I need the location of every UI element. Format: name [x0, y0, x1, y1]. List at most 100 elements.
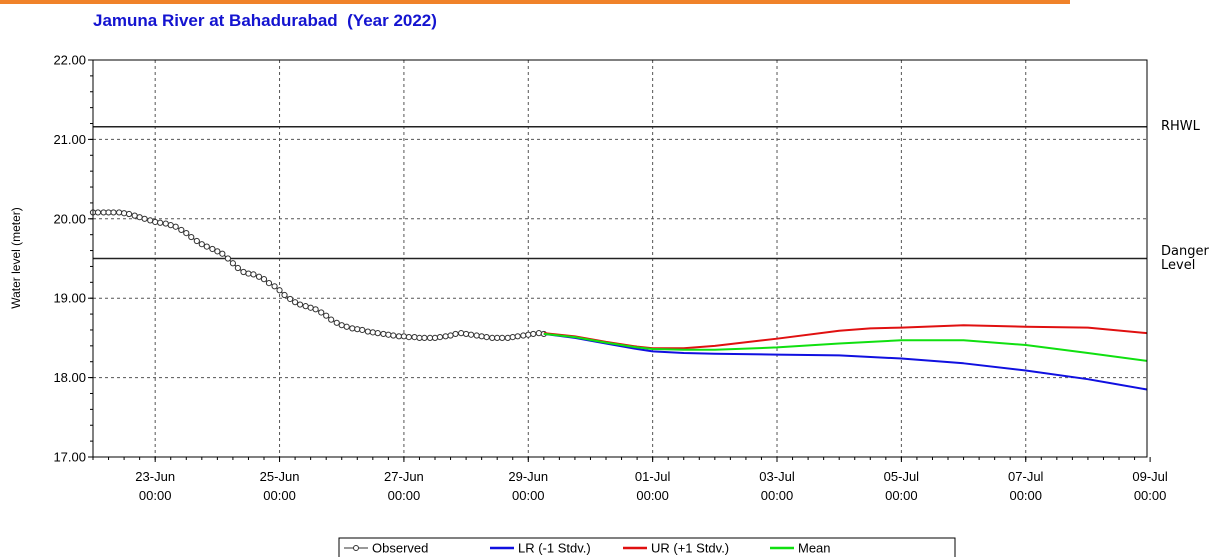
observed-point [525, 331, 532, 338]
observed-point [354, 326, 361, 333]
observed-point [229, 260, 237, 267]
observed-point [426, 334, 434, 341]
top-accent-bar [0, 0, 1070, 4]
observed-point [473, 332, 480, 339]
observed-point [162, 220, 169, 227]
series-line-mean [543, 332, 1148, 362]
observed-point [291, 299, 299, 306]
observed-point [125, 210, 133, 218]
y-tick-label: 18.00 [53, 370, 86, 385]
observed-point [374, 330, 381, 337]
observed-point [312, 306, 319, 313]
observed-point [359, 326, 366, 334]
observed-point [198, 241, 205, 248]
observed-point [152, 218, 159, 226]
x-axis: 23-Jun 00:00 25-Jun 00:00 27-Jun 00:00 29-Jun 0… [92, 457, 1168, 503]
observed-point [395, 333, 403, 340]
observed-point [400, 333, 408, 340]
observed-point [483, 334, 490, 341]
observed-point [338, 322, 345, 329]
observed-point [514, 333, 521, 340]
observed-point [442, 333, 449, 340]
observed-point [509, 334, 516, 341]
observed-point [214, 248, 221, 255]
x-tick-time: 00:00 [761, 488, 794, 503]
x-tick-date: 23-Jun [135, 469, 175, 484]
observed-point [234, 264, 241, 272]
legend-label-observed: Observed [372, 541, 428, 556]
observed-point [431, 334, 439, 341]
observed-point [489, 334, 496, 341]
observed-point [240, 268, 247, 276]
observed-point [467, 331, 475, 338]
x-tick-date: 05-Jul [884, 469, 920, 484]
x-tick-time: 00:00 [636, 488, 669, 503]
observed-point [172, 223, 179, 230]
observed-point [333, 319, 340, 326]
observed-point [436, 334, 444, 341]
x-tick-date: 29-Jun [508, 469, 548, 484]
observed-point [494, 334, 501, 341]
observed-point [405, 334, 412, 341]
observed-point [110, 209, 117, 216]
x-tick-time: 00:00 [139, 488, 172, 503]
observed-point [385, 331, 392, 338]
observed-point [349, 325, 356, 332]
observed-point [167, 222, 174, 229]
x-tick-date: 07-Jul [1008, 469, 1044, 484]
series-line-observed [93, 211, 544, 339]
y-axis-label: Water level (meter) [9, 207, 23, 309]
observed-point [120, 210, 128, 217]
observed-point [188, 233, 195, 241]
x-tick-time: 00:00 [885, 488, 918, 503]
observed-point [421, 334, 428, 341]
plot-frame [92, 59, 1148, 458]
observed-point [271, 283, 278, 290]
observed-point [157, 219, 164, 226]
observed-point [411, 334, 418, 341]
observed-point [369, 329, 376, 336]
observed-point [458, 330, 465, 337]
x-tick-date: 25-Jun [260, 469, 300, 484]
series-line-ur-1-stdv [543, 324, 1148, 350]
observed-point [530, 330, 537, 338]
observed-point [364, 328, 371, 335]
observed-point [323, 312, 330, 319]
legend-label-mean: Mean [798, 541, 831, 556]
reference-label-danger-level: Level [1161, 258, 1195, 273]
observed-point [302, 303, 309, 310]
observed-point [193, 237, 200, 245]
y-tick-label: 17.00 [53, 450, 86, 465]
legend-marker [353, 545, 359, 551]
observed-point [224, 255, 232, 262]
chart-title: Jamuna River at Bahadurabad (Year 2022) [93, 11, 437, 30]
observed-point [416, 334, 423, 341]
observed-point [307, 304, 314, 311]
observed-point [296, 301, 304, 308]
observed-point [343, 323, 350, 330]
observed-point [318, 309, 325, 316]
legend-label-lr-1-stdv: LR (-1 Stdv.) [518, 541, 591, 556]
observed-point [380, 330, 387, 338]
observed-point [281, 291, 288, 299]
observed-point [209, 245, 216, 253]
x-tick-date: 27-Jun [384, 469, 424, 484]
observed-point [265, 280, 273, 287]
observed-point [452, 330, 459, 338]
x-tick-time: 00:00 [1134, 488, 1167, 503]
x-tick-time: 00:00 [1009, 488, 1042, 503]
observed-point [520, 332, 527, 339]
x-tick-date: 03-Jul [759, 469, 795, 484]
y-tick-label: 22.00 [53, 53, 86, 68]
observed-point [255, 273, 263, 280]
y-tick-label: 20.00 [53, 211, 86, 226]
x-tick-time: 00:00 [388, 488, 421, 503]
observed-point [219, 250, 226, 257]
observed-point [147, 217, 154, 224]
observed-point [276, 287, 283, 294]
observed-point [504, 334, 511, 341]
y-tick-label: 21.00 [53, 132, 86, 147]
